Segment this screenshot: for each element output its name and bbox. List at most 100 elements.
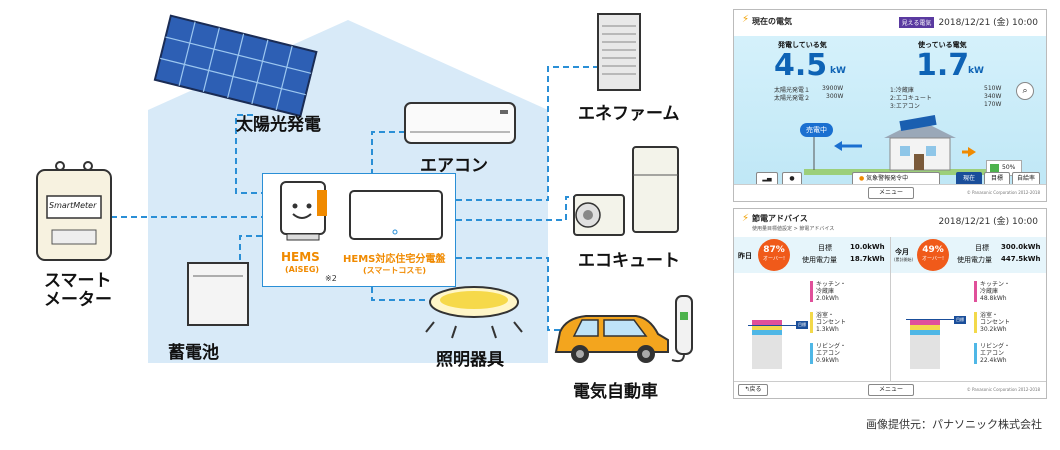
- left-goal-tag: 目標: [796, 321, 808, 329]
- right-target-line: [906, 319, 954, 320]
- left-item-living-value: 0.9kWh: [816, 357, 839, 364]
- hems-box: HEMS (AiSEG) ※2 HEMS対応住宅分電盤 (スマートコスモ): [262, 173, 456, 287]
- screen1-tag: 見える電気: [898, 17, 935, 28]
- left-target-line: [748, 325, 796, 326]
- right-pct: 49%: [922, 245, 944, 255]
- gen-row-1-value: 3900W: [822, 85, 844, 92]
- gen-unit: kW: [830, 66, 846, 76]
- battery-level-icon: [990, 164, 999, 173]
- right-item-kitchen: キッチン・ 冷蔵庫 48.8kWh: [974, 281, 1010, 302]
- panel-board-icon: [349, 190, 443, 240]
- ceiling-light-icon: [425, 286, 523, 339]
- left-bar-rest: [752, 335, 782, 369]
- left-over-badge: 87% オーバー!: [758, 239, 790, 271]
- right-target-value: 300.0kWh: [1001, 243, 1041, 251]
- menu-button[interactable]: メニュー: [868, 187, 914, 199]
- left-bar-blue: [752, 330, 782, 335]
- tab-target[interactable]: 目標: [984, 172, 1010, 186]
- gen-value: 4.5: [774, 48, 828, 83]
- lighting-label: 照明器具: [436, 350, 504, 370]
- right-usage-label: 使用電力量: [957, 256, 992, 264]
- right-summary: 今月 (累計開始) 49% オーバー! 目標 300.0kWh 使用電力量 44…: [891, 237, 1046, 273]
- gen-label: 発電している気: [778, 41, 827, 49]
- solar-label: 太陽光発電: [236, 115, 321, 135]
- right-item-bath-name: 浴室・ コンセント: [980, 312, 1011, 326]
- right-item-bath-value: 30.2kWh: [980, 326, 1007, 333]
- use-row-3-value: 170W: [984, 101, 1002, 108]
- tab-self-sufficiency[interactable]: 自給率: [1012, 172, 1040, 186]
- ecocute-icon: [573, 146, 679, 236]
- right-bar-yellow: [910, 325, 940, 330]
- battery-icon: [187, 262, 249, 326]
- right-day: 今月: [895, 248, 909, 256]
- use-row-3-name: 3:エアコン: [890, 103, 920, 110]
- right-item-bath: 浴室・ コンセント 30.2kWh: [974, 312, 1010, 333]
- screen2-date: 2018/12/21 (金) 10:00: [938, 217, 1038, 227]
- left-item-bath-name: 浴室・ コンセント: [816, 312, 847, 326]
- back-button[interactable]: ↰戻る: [738, 384, 768, 396]
- screen1-content: 発電している気 4.5 kW 太陽光発電１ 3900W 太陽光発電２ 300W …: [734, 36, 1046, 186]
- air-conditioner-icon: [404, 102, 516, 144]
- left-usage-value: 18.7kWh: [850, 255, 885, 263]
- hems-label: HEMS: [281, 250, 320, 264]
- ecocute-label: エコキュート: [578, 251, 680, 271]
- selling-badge: 売電中: [800, 123, 833, 137]
- left-target-value: 10.0kWh: [850, 243, 885, 251]
- gen-row-2-name: 太陽光発電２: [774, 95, 811, 102]
- hems-note: ※2: [325, 274, 337, 283]
- enefarm-label: エネファーム: [578, 104, 680, 124]
- right-day-sub: (累計開始): [894, 257, 914, 262]
- left-usage-label: 使用電力量: [802, 256, 837, 264]
- solar-panel-icon: [153, 14, 318, 118]
- bolt-icon-2: ⚡: [742, 213, 750, 224]
- left-item-kitchen: キッチン・ 冷蔵庫 2.0kWh: [810, 281, 846, 302]
- ev-label: 電気自動車: [573, 382, 658, 402]
- hems-sublabel: (AiSEG): [285, 265, 320, 274]
- smart-meter-sign: SmartMeter: [49, 201, 97, 210]
- right-goal-tag: 目標: [954, 316, 966, 324]
- left-item-living: リビング・ エアコン 0.9kWh: [810, 343, 846, 364]
- hems-device-icon: [280, 181, 327, 241]
- left-day: 昨日: [738, 252, 752, 260]
- image-credit: 画像提供元：パナソニック株式会社: [866, 418, 1042, 431]
- use-row-1-value: 510W: [984, 85, 1002, 92]
- right-target-label: 目標: [975, 244, 989, 252]
- back-arrow-icon: ↰: [744, 386, 750, 393]
- left-item-kitchen-name: キッチン・ 冷蔵庫: [816, 281, 847, 295]
- electric-car-icon: [554, 295, 693, 363]
- screen2-copyright: © Panasonic Corporation 2012-2018: [966, 387, 1040, 392]
- warning-icon: ●: [859, 175, 865, 182]
- left-bar-yellow: [752, 325, 782, 330]
- screen1-datetime: 2018/12/21 (金) 10:00: [938, 18, 1038, 28]
- use-row-1-name: 1:冷蔵庫: [890, 87, 914, 94]
- right-over-badge: 49% オーバー!: [917, 239, 949, 271]
- search-button[interactable]: ⌕: [1016, 82, 1034, 100]
- right-bar-rest: [910, 335, 940, 369]
- graph-icon: ▂▄: [762, 175, 772, 182]
- gen-row-1-name: 太陽光発電１: [774, 87, 811, 94]
- bolt-icon: ⚡: [742, 14, 750, 25]
- smart-meter-label: スマート メーター: [44, 271, 112, 310]
- battery-pct: 50%: [1002, 164, 1016, 171]
- gen-row-2-value: 300W: [826, 93, 844, 100]
- enefarm-icon: [597, 13, 641, 91]
- right-bar-pink: [910, 320, 940, 325]
- panel-board-label: HEMS対応住宅分電盤: [343, 254, 446, 265]
- right-bar-blue: [910, 330, 940, 335]
- column-divider: [890, 237, 891, 383]
- use-row-2-name: 2:エコキュート: [890, 95, 932, 102]
- right-item-living-value: 22.4kWh: [980, 357, 1007, 364]
- connection-lines: [111, 66, 598, 331]
- alert-label: 気象警報発令中: [866, 175, 909, 182]
- use-row-2-value: 340W: [984, 93, 1002, 100]
- use-unit: kW: [968, 66, 984, 76]
- use-value: 1.7: [916, 48, 970, 83]
- menu-button-2[interactable]: メニュー: [868, 384, 914, 396]
- right-usage-value: 447.5kWh: [1001, 255, 1041, 263]
- left-target-label: 目標: [818, 244, 832, 252]
- use-label: 使っている電気: [918, 41, 967, 49]
- left-item-kitchen-value: 2.0kWh: [816, 295, 839, 302]
